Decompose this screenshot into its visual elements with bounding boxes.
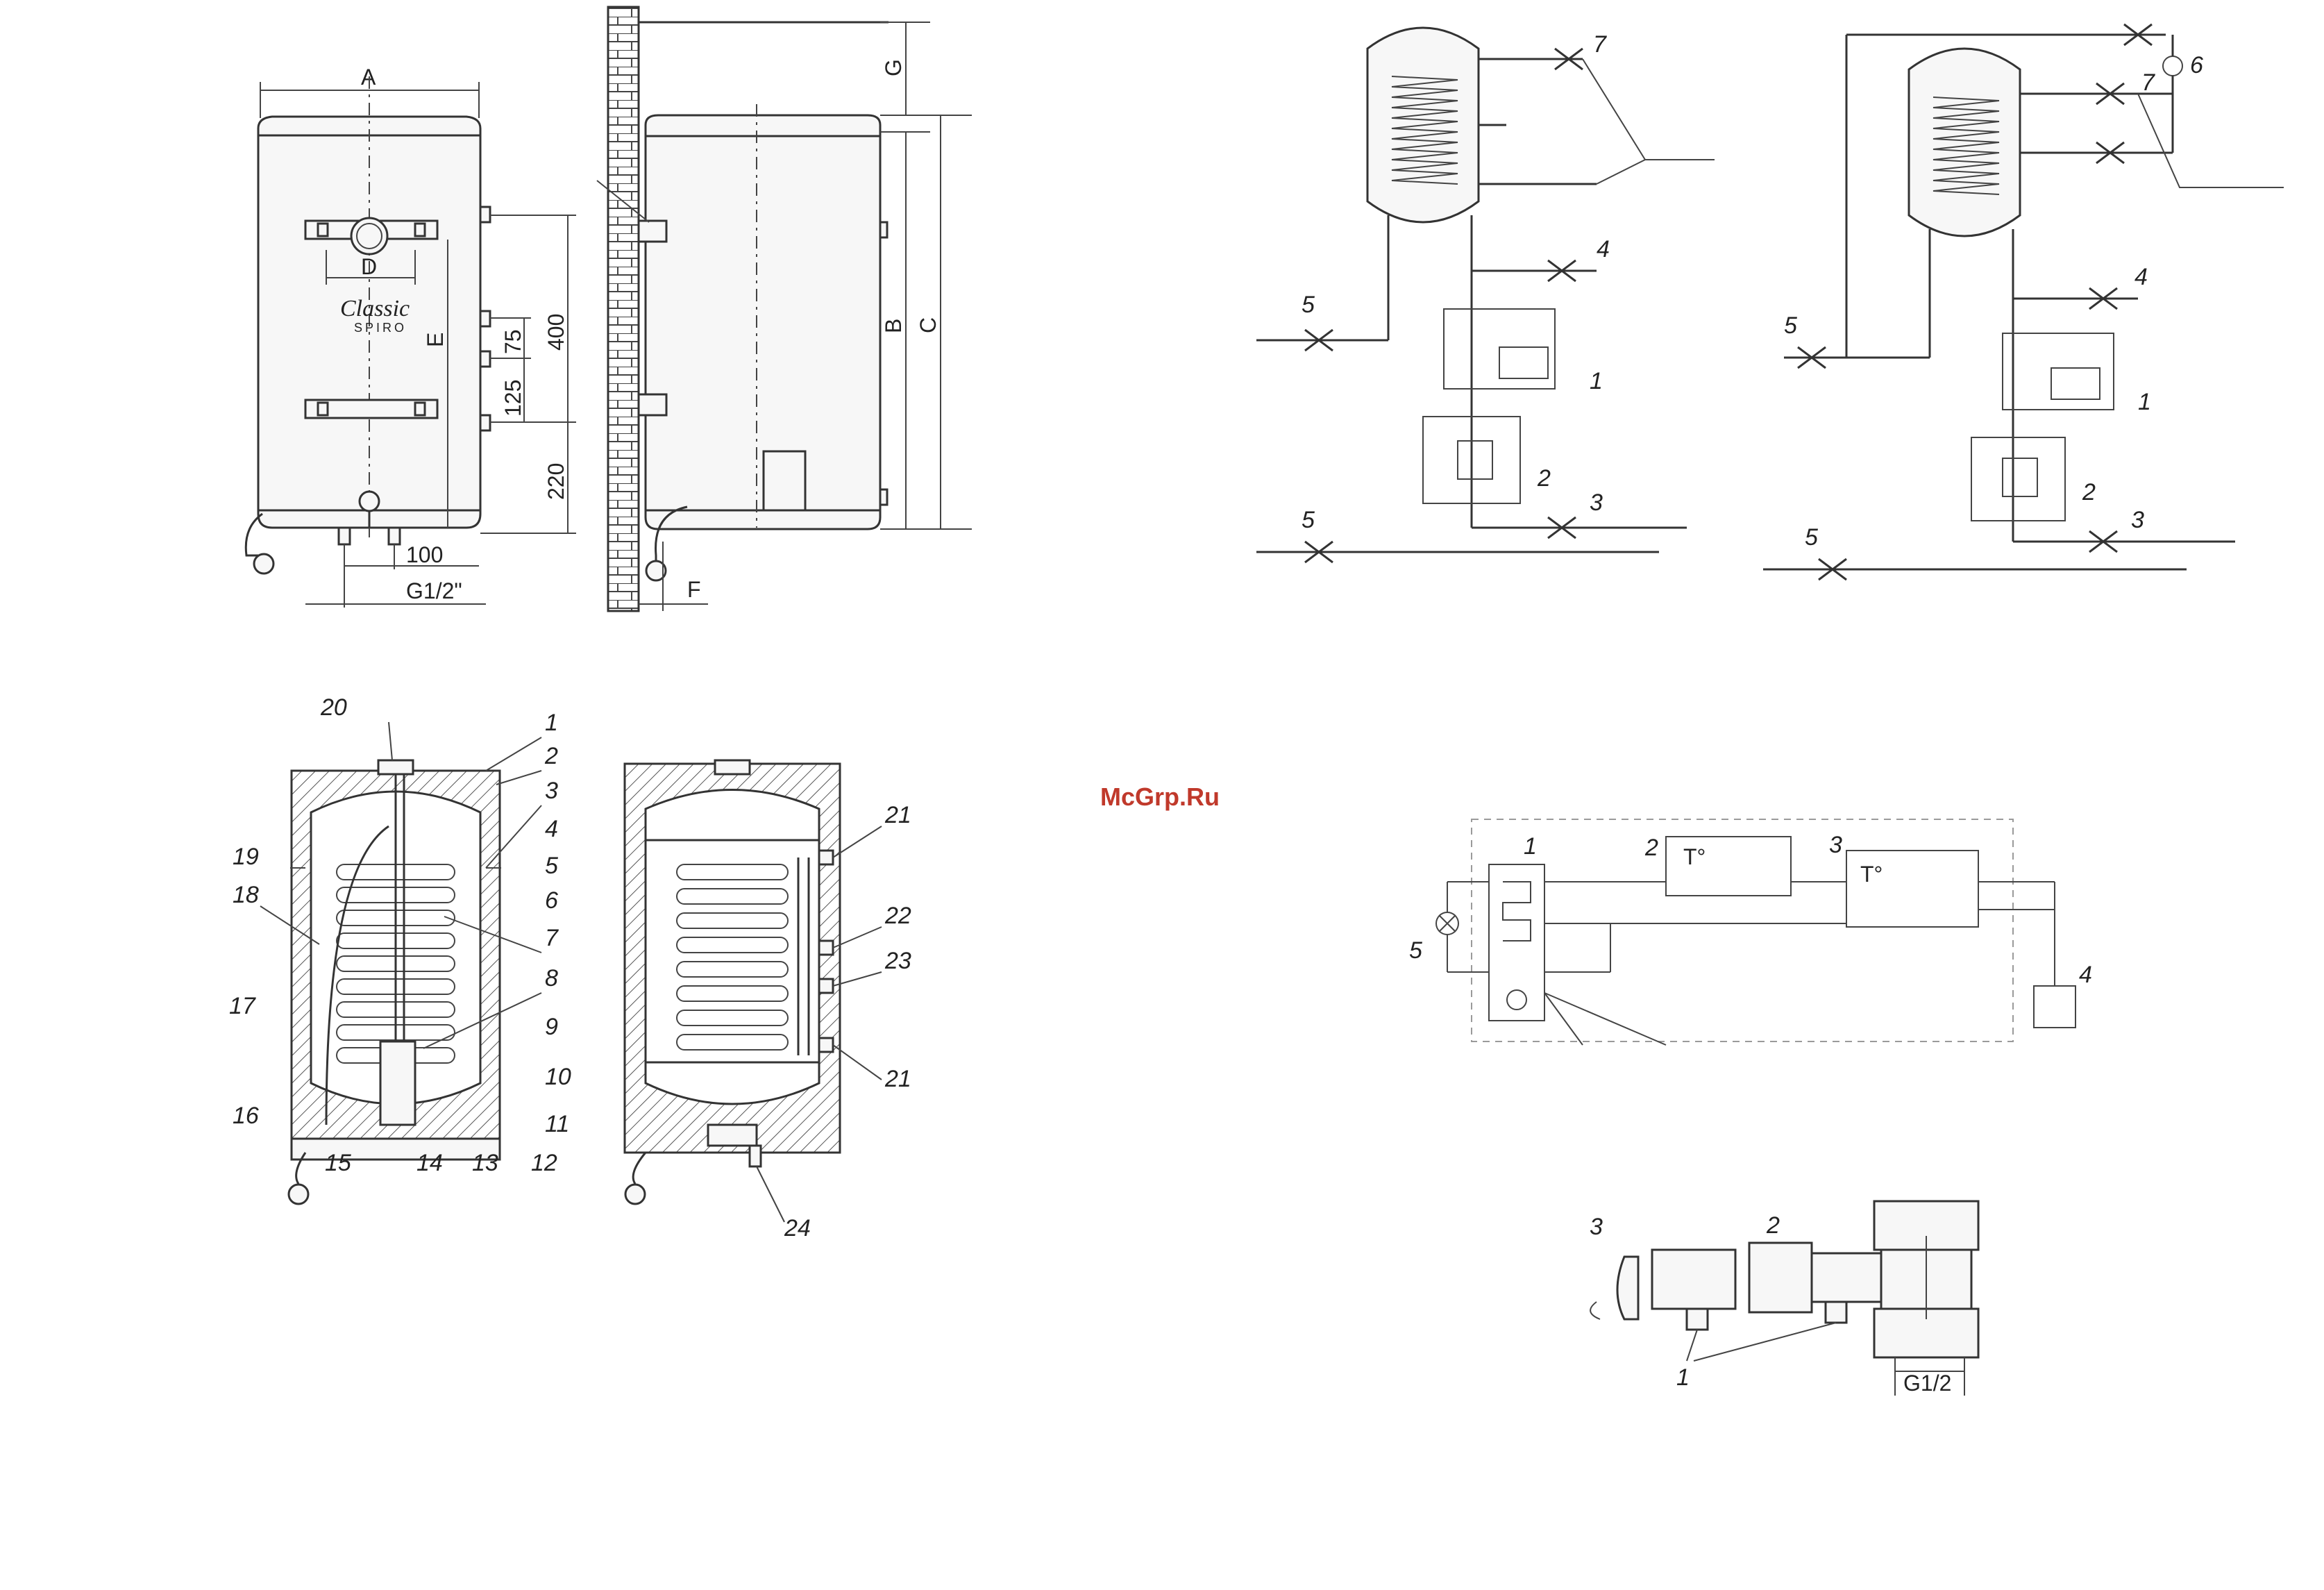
brand-logo-line1: Classic xyxy=(340,296,410,321)
elec-label-4: 4 xyxy=(2079,962,2092,988)
label-15: 15 xyxy=(325,1150,351,1176)
label-18: 18 xyxy=(233,882,259,908)
label-4: 4 xyxy=(545,816,558,842)
label-7: 7 xyxy=(545,925,559,951)
valve-thread-label: G1/2 xyxy=(1903,1371,1951,1396)
label-12: 12 xyxy=(531,1150,557,1176)
hyd-a-label-3: 3 xyxy=(1590,489,1603,516)
elec-label-3: 3 xyxy=(1829,832,1842,858)
label-8: 8 xyxy=(545,965,558,991)
brand-logo-line2: SPIRO xyxy=(354,321,407,335)
dim-220-label: 220 xyxy=(544,463,569,500)
valve-label-1: 1 xyxy=(1676,1364,1690,1391)
label-2: 2 xyxy=(544,743,558,769)
dim-400-label: 400 xyxy=(544,314,569,351)
dim-c-label: C xyxy=(916,317,941,333)
hyd-a-label-1: 1 xyxy=(1590,368,1603,394)
hyd-a-label-2: 2 xyxy=(1537,465,1551,492)
label-22: 22 xyxy=(884,903,911,929)
hyd-a-label-7: 7 xyxy=(1593,31,1607,58)
wall xyxy=(608,7,639,611)
limiter-label: T° xyxy=(1860,862,1883,887)
label-23: 23 xyxy=(884,948,911,974)
pump-icon xyxy=(2163,56,2182,76)
electric-scheme: T° T° 1 2 3 4 5 xyxy=(1409,819,2092,1045)
hyd-b-label-3: 3 xyxy=(2131,507,2144,533)
valve-label-3: 3 xyxy=(1590,1214,1603,1240)
power-plug-icon xyxy=(254,554,273,574)
hydraulic-scheme-b: 6 7 4 5 1 2 5 3 xyxy=(1763,24,2284,580)
hyd-b-label-6: 6 xyxy=(2190,52,2203,78)
label-21-top: 21 xyxy=(884,802,911,828)
hyd-b-label-1: 1 xyxy=(2138,389,2151,415)
label-16: 16 xyxy=(233,1103,259,1129)
hyd-b-label-5-top: 5 xyxy=(1784,312,1797,339)
thermostat-label: T° xyxy=(1683,844,1706,869)
label-13: 13 xyxy=(472,1150,498,1176)
hyd-b-label-2: 2 xyxy=(2082,479,2096,505)
label-17: 17 xyxy=(229,993,256,1019)
elec-label-2: 2 xyxy=(1644,835,1658,861)
dim-thread-label: G1/2" xyxy=(406,578,462,603)
hyd-a-label-4: 4 xyxy=(1597,236,1610,262)
label-11: 11 xyxy=(545,1111,569,1137)
dim-f-label: F xyxy=(687,577,701,602)
label-5: 5 xyxy=(545,853,558,879)
hyd-b-label-5-bottom: 5 xyxy=(1805,524,1818,551)
hyd-a-label-5-bottom: 5 xyxy=(1302,507,1315,533)
side-view-figure: F G B C xyxy=(597,7,972,611)
dim-d-label: D xyxy=(361,254,377,279)
section-left-figure xyxy=(289,760,501,1204)
dim-b-label: B xyxy=(881,319,906,333)
watermark: McGrp.Ru xyxy=(1100,783,1220,811)
dim-e-label: E xyxy=(423,333,448,347)
dim-100-label: 100 xyxy=(406,542,443,567)
dim-125-label: 125 xyxy=(500,380,525,417)
label-24: 24 xyxy=(784,1215,811,1241)
elec-label-1: 1 xyxy=(1524,833,1537,860)
label-14: 14 xyxy=(416,1150,443,1176)
label-6: 6 xyxy=(545,887,558,914)
dim-g-label: G xyxy=(881,59,906,76)
label-3: 3 xyxy=(545,778,558,804)
section-right-figure xyxy=(625,760,840,1204)
label-21-bottom: 21 xyxy=(884,1066,911,1092)
hydraulic-scheme-a: 7 4 5 1 2 5 3 xyxy=(1256,28,1715,562)
label-19: 19 xyxy=(233,844,259,870)
label-10: 10 xyxy=(545,1064,571,1090)
elec-label-5: 5 xyxy=(1409,937,1422,964)
hyd-b-label-7: 7 xyxy=(2141,69,2155,96)
dim-75-label: 75 xyxy=(500,329,525,354)
label-9: 9 xyxy=(545,1014,558,1040)
label-20: 20 xyxy=(320,694,347,721)
valve-label-2: 2 xyxy=(1766,1212,1780,1239)
hyd-b-label-4: 4 xyxy=(2134,264,2148,290)
safety-valve-figure: 3 2 1 G1/2 xyxy=(1590,1201,1978,1396)
hyd-a-label-5-top: 5 xyxy=(1302,292,1315,318)
front-view-figure: A D Classic SPIRO E xyxy=(246,65,576,608)
label-1: 1 xyxy=(545,710,558,736)
